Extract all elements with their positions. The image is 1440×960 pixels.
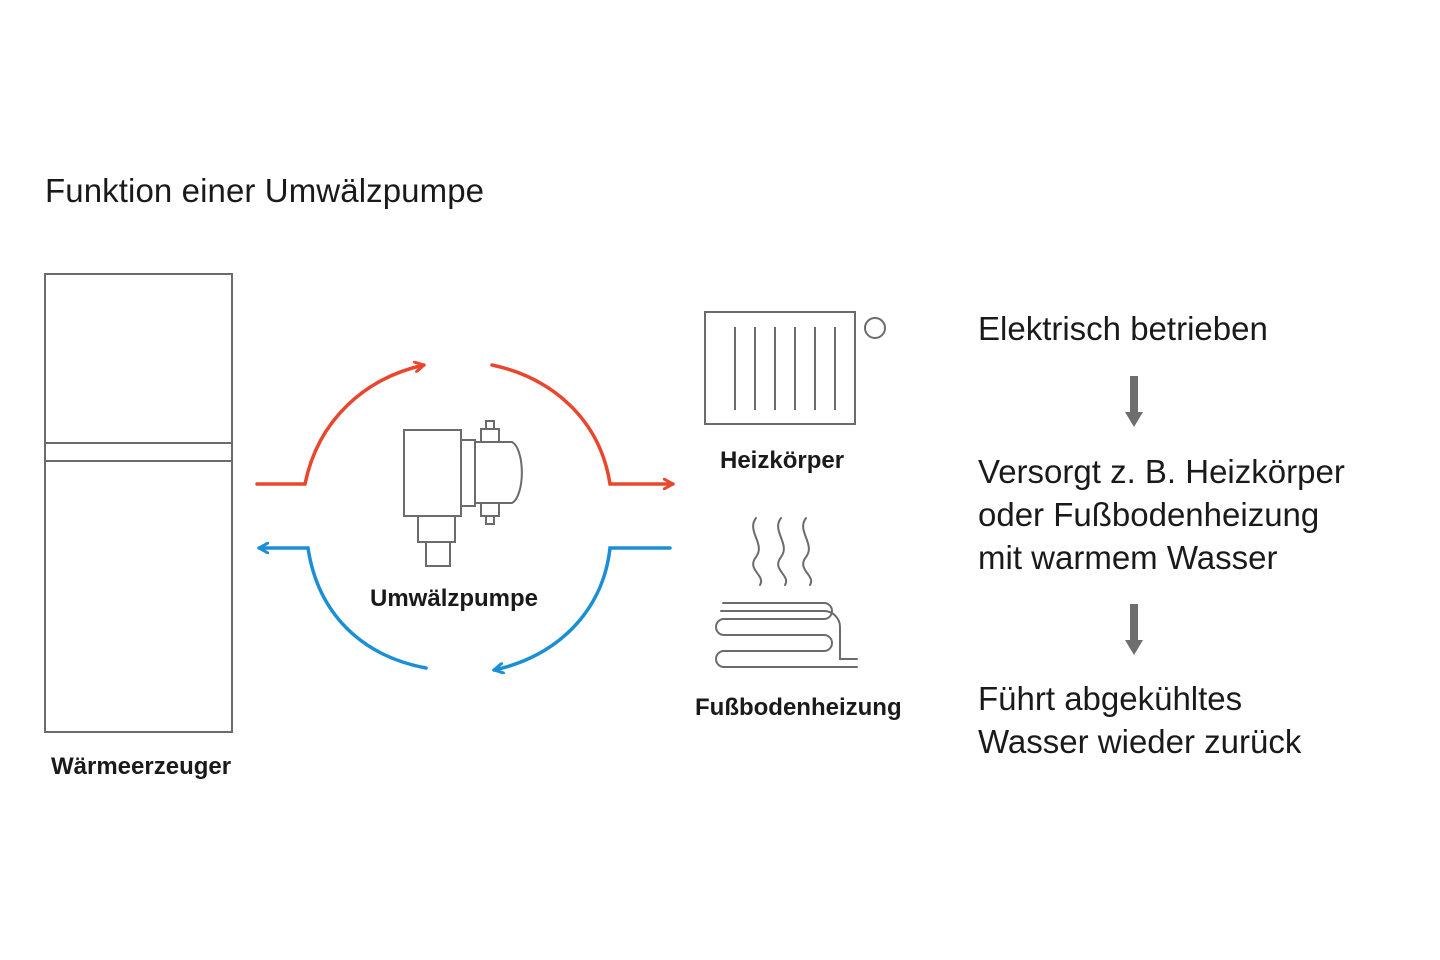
step-arrow-2 xyxy=(1125,604,1143,655)
step-return: Führt abgekühltes Wasser wieder zurück xyxy=(978,677,1301,763)
supply-arrow-left xyxy=(255,365,426,486)
supply-arrow-right xyxy=(490,363,675,484)
step-text-line: Führt abgekühltes xyxy=(978,680,1243,717)
step-arrow-1 xyxy=(1125,376,1143,427)
heat-generator-label: Wärmeerzeuger xyxy=(51,753,232,780)
heat-generator-icon xyxy=(44,273,233,733)
step-text-line: mit warmem Wasser xyxy=(978,539,1278,576)
supply-flow xyxy=(255,363,675,486)
radiator-icon xyxy=(704,311,886,425)
page-title: Funktion einer Umwälzpumpe xyxy=(45,172,485,209)
step-electric: Elektrisch betrieben xyxy=(978,307,1268,350)
step-supply: Versorgt z. B. Heizkörper oder Fußbodenh… xyxy=(978,450,1345,579)
return-arrow-left xyxy=(257,548,428,670)
pump-icon xyxy=(403,420,523,567)
step-text-line: Wasser wieder zurück xyxy=(978,723,1302,760)
floor-heating-icon xyxy=(715,517,858,668)
radiator-label: Heizkörper xyxy=(720,447,845,474)
return-flow xyxy=(257,546,672,670)
pump-label: Umwälzpumpe xyxy=(370,585,539,612)
floor-heating-label: Fußbodenheizung xyxy=(695,694,902,721)
step-text-line: Versorgt z. B. Heizkörper xyxy=(978,453,1345,490)
return-arrow-right xyxy=(492,546,672,670)
step-text-line: oder Fußbodenheizung xyxy=(978,496,1320,533)
step-text-line: Elektrisch betrieben xyxy=(978,310,1268,347)
